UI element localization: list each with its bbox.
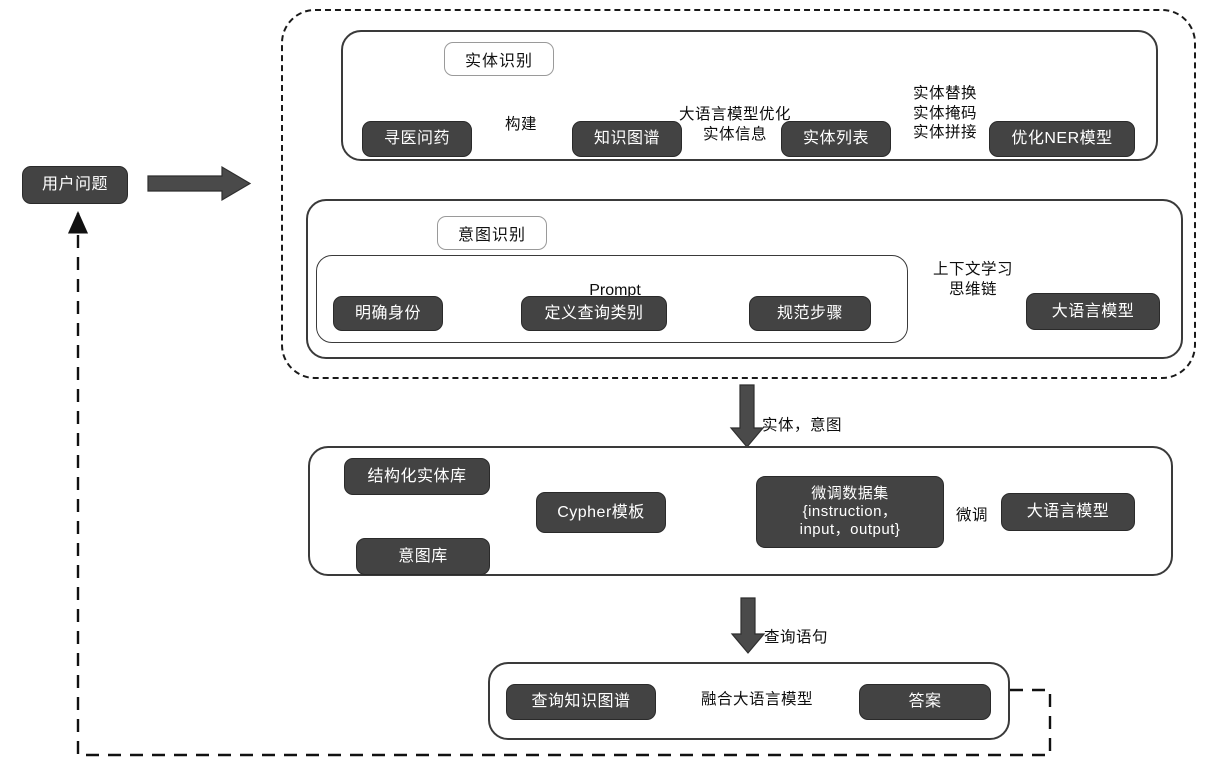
understanding-pipeline-container bbox=[281, 9, 1196, 379]
label-query-statement: 查询语句 bbox=[764, 628, 829, 646]
entity-recognition-chip-label: 实体识别 bbox=[464, 53, 533, 70]
label-fuse-llm: 融合大语言模型 bbox=[700, 690, 813, 708]
node-query-knowledge-graph[interactable]: 查询知识图谱 bbox=[506, 684, 656, 720]
node-cypher-template[interactable]: Cypher模板 bbox=[536, 492, 666, 533]
node-structured-entity-db[interactable]: 结构化实体库 bbox=[344, 458, 490, 495]
label-entity-intent: 实体，意图 bbox=[762, 416, 843, 434]
node-optimized-ner-model[interactable]: 优化NER模型 bbox=[989, 121, 1135, 157]
arrow-user-to-pipeline bbox=[147, 165, 252, 202]
intent-recognition-chip-label: 意图识别 bbox=[457, 227, 526, 244]
label-prompt: Prompt bbox=[589, 282, 641, 300]
node-user-question[interactable]: 用户问题 bbox=[22, 166, 128, 204]
intent-recognition-chip: 意图识别 bbox=[437, 216, 547, 250]
label-icl-cot: 上下文学习 思维链 bbox=[932, 260, 1013, 298]
node-define-query-type[interactable]: 定义查询类别 bbox=[521, 296, 667, 331]
label-build: 构建 bbox=[504, 115, 537, 133]
node-answer[interactable]: 答案 bbox=[859, 684, 991, 720]
node-llm-intent[interactable]: 大语言模型 bbox=[1026, 293, 1160, 330]
arrow-query-statement-down bbox=[730, 597, 766, 654]
arrow-entity-intent-down bbox=[729, 384, 765, 448]
label-llm-optimize-entity-info: 大语言模型优化 实体信息 bbox=[678, 105, 791, 143]
node-intent-db[interactable]: 意图库 bbox=[356, 538, 490, 575]
node-standard-steps[interactable]: 规范步骤 bbox=[749, 296, 871, 331]
node-clear-identity[interactable]: 明确身份 bbox=[333, 296, 443, 331]
entity-recognition-chip: 实体识别 bbox=[444, 42, 554, 76]
node-llm-dataset[interactable]: 大语言模型 bbox=[1001, 493, 1135, 531]
node-xunyiwenyao[interactable]: 寻医问药 bbox=[362, 121, 472, 157]
node-finetune-dataset[interactable]: 微调数据集 {instruction， input，output} bbox=[756, 476, 944, 548]
node-entity-list[interactable]: 实体列表 bbox=[781, 121, 891, 157]
label-finetune: 微调 bbox=[955, 506, 988, 524]
node-user-question-label: 用户问题 bbox=[41, 176, 108, 194]
node-knowledge-graph[interactable]: 知识图谱 bbox=[572, 121, 682, 157]
label-entity-operations: 实体替换 实体掩码 实体拼接 bbox=[912, 84, 977, 142]
